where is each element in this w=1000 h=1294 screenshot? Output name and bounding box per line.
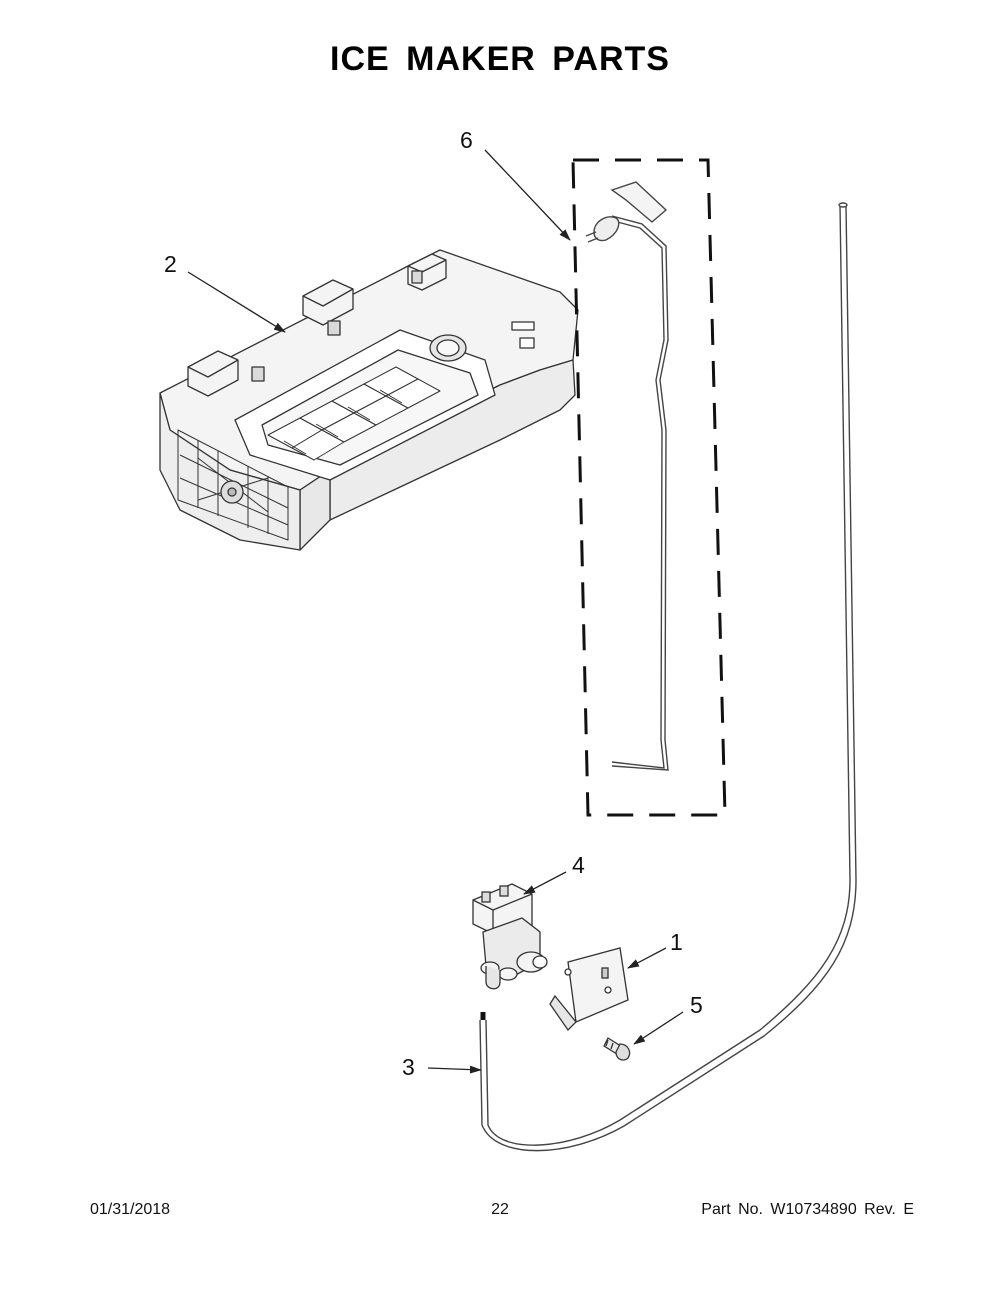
ice-maker-assembly bbox=[159, 249, 579, 551]
callout-2: 2 bbox=[164, 251, 177, 277]
callout-1: 1 bbox=[670, 929, 683, 955]
water-valve bbox=[472, 883, 548, 990]
kit-boundary-dashed bbox=[571, 158, 727, 817]
callout-3: 3 bbox=[402, 1054, 415, 1080]
callout-4: 4 bbox=[572, 852, 585, 878]
leader-arrows bbox=[187, 149, 684, 1074]
footer-page-number: 22 bbox=[491, 1201, 509, 1218]
fill-tube-heater-harness bbox=[585, 181, 669, 771]
footer-date: 01/31/2018 bbox=[90, 1201, 171, 1218]
valve-bracket bbox=[549, 947, 629, 1032]
page-title: ICE MAKER PARTS bbox=[330, 40, 670, 78]
footer-part-info: Part No. W10734890 Rev. E bbox=[701, 1201, 914, 1218]
mounting-screw bbox=[603, 1037, 631, 1061]
water-line-tube bbox=[479, 202, 857, 1152]
callout-5: 5 bbox=[690, 992, 703, 1018]
callout-6: 6 bbox=[460, 127, 473, 153]
